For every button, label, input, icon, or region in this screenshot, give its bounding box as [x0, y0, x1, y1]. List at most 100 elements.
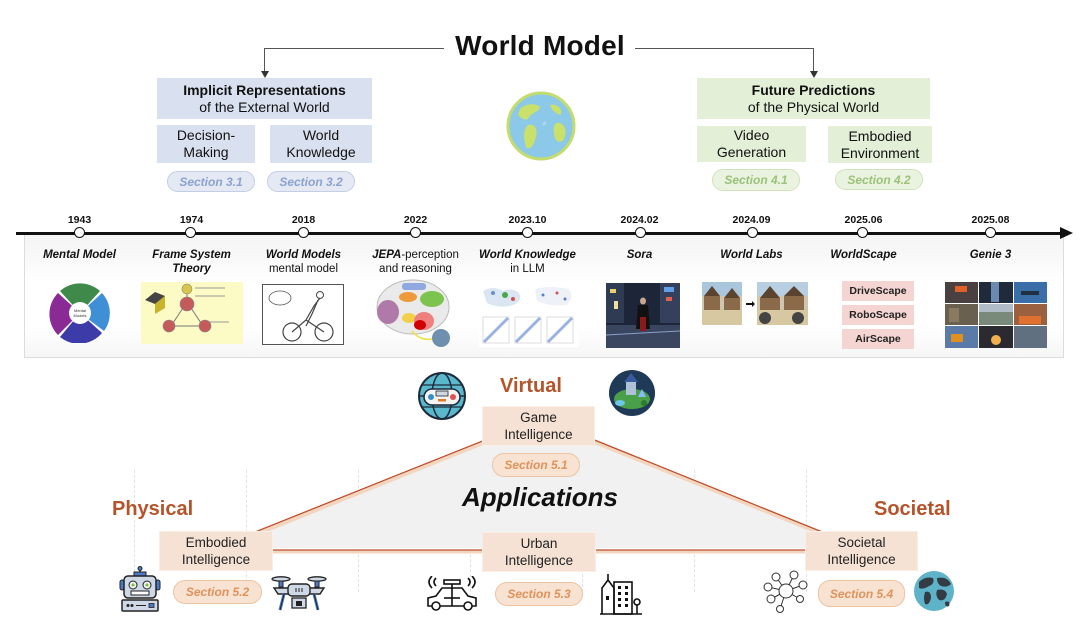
robot-icon — [119, 566, 161, 612]
world-knowledge-box: World Knowledge — [270, 125, 372, 163]
connector-line-right — [626, 48, 814, 49]
timeline-year: 2022 — [403, 214, 428, 226]
timeline-node[interactable] — [74, 227, 85, 238]
box-line: Embodied — [185, 535, 247, 550]
timeline-event-title: JEPA-perception and reasoning — [360, 248, 471, 276]
timeline-axis — [16, 232, 1062, 235]
box-line: Urban — [520, 536, 558, 551]
timeline-node[interactable] — [635, 227, 646, 238]
event-title-italic: Mental Model — [43, 249, 116, 261]
future-predictions-box: Future Predictions of the Physical World — [697, 78, 930, 119]
box-line: Generation — [716, 144, 787, 160]
genie3-grid-image — [945, 282, 1047, 348]
branch-title: Implicit Representations — [183, 81, 346, 98]
timeline-event-title: World Labs — [696, 248, 807, 262]
timeline-year: 2023.10 — [508, 214, 547, 226]
cyclist-sketch-image — [262, 284, 344, 345]
box-line: Game — [520, 410, 557, 425]
box-line: Embodied — [848, 127, 912, 144]
timeline-node[interactable] — [985, 227, 996, 238]
svg-text:Models: Models — [74, 313, 87, 318]
jepa-brain-diagram-image — [376, 279, 450, 347]
page-title: World Model — [0, 30, 1080, 62]
city-buildings-icon — [600, 574, 642, 615]
timeline-arrow-icon — [1060, 227, 1073, 239]
svg-text:Mental: Mental — [74, 308, 86, 313]
event-title-line2: in LLM — [510, 263, 545, 275]
airscape-tag[interactable]: AirScape — [842, 329, 914, 349]
event-title-line2: mental model — [268, 263, 339, 275]
section-5-1-link[interactable]: Section 5.1 — [492, 453, 580, 477]
game-intelligence-box: Game Intelligence — [482, 406, 595, 446]
event-title-line2: Theory — [172, 263, 211, 275]
section-3-1-link[interactable]: Section 3.1 — [167, 171, 255, 192]
timeline-event-title: Sora — [584, 248, 695, 262]
urban-intelligence-box: Urban Intelligence — [482, 532, 596, 572]
timeline-event-title: WorldScape — [808, 248, 919, 262]
category-virtual: Virtual — [500, 375, 562, 397]
event-title-italic: Genie 3 — [969, 249, 1012, 261]
timeline-year: 2024.09 — [732, 214, 771, 226]
section-5-2-link[interactable]: Section 5.2 — [173, 580, 262, 604]
timeline-year: 2025.08 — [971, 214, 1010, 226]
timeline-node[interactable] — [522, 227, 533, 238]
connector-drop-right — [813, 48, 814, 72]
category-societal: Societal — [874, 498, 951, 520]
timeline-node[interactable] — [298, 227, 309, 238]
box-line: Societal — [837, 535, 886, 550]
box-line: Environment — [840, 144, 920, 161]
event-title-italic: Sora — [626, 249, 653, 261]
game-controller-globe-icon — [418, 372, 466, 420]
branch-subtitle: of the Physical World — [747, 98, 880, 115]
drone-icon — [271, 576, 327, 611]
event-title-italic: WorldScape — [830, 249, 897, 261]
box-line: Intelligence — [181, 552, 251, 567]
box-line: Knowledge — [286, 144, 356, 160]
box-line: Making — [183, 144, 229, 160]
event-title-italic: Frame System — [152, 249, 231, 261]
section-5-3-link[interactable]: Section 5.3 — [495, 582, 583, 606]
timeline-year: 2018 — [291, 214, 316, 226]
section-4-2-link[interactable]: Section 4.2 — [835, 169, 923, 190]
world-labs-village-image — [702, 282, 808, 325]
earth-globe-icon — [506, 91, 576, 161]
timeline-event-title: World Knowledge in LLM — [472, 248, 583, 276]
world-map-globe-icon — [914, 571, 954, 611]
mental-model-wheel-image: Mental Models — [49, 283, 110, 343]
timeline-node[interactable] — [857, 227, 868, 238]
box-line: Intelligence — [827, 552, 896, 567]
drivescape-tag[interactable]: DriveScape — [842, 281, 914, 301]
societal-intelligence-box: Societal Intelligence — [805, 531, 918, 571]
timeline-year: 2024.02 — [620, 214, 659, 226]
llm-world-maps-image — [479, 283, 579, 347]
box-line: Video — [733, 127, 770, 143]
applications-title: Applications — [461, 482, 618, 512]
section-3-2-link[interactable]: Section 3.2 — [267, 171, 355, 192]
timeline-node[interactable] — [747, 227, 758, 238]
box-line: World — [302, 127, 340, 143]
box-line: Intelligence — [504, 427, 573, 442]
section-4-1-link[interactable]: Section 4.1 — [712, 169, 800, 191]
timeline-node[interactable] — [185, 227, 196, 238]
event-title-italic: World Models — [265, 249, 342, 261]
timeline-node[interactable] — [410, 227, 421, 238]
timeline-col-divider — [24, 470, 135, 592]
timeline-event-title: Genie 3 — [935, 248, 1046, 262]
box-line: Intelligence — [504, 553, 574, 568]
fantasy-island-icon — [609, 370, 655, 416]
roboscape-tag[interactable]: RoboScape — [842, 305, 914, 325]
timeline-year: 2025.06 — [844, 214, 883, 226]
event-title-rest: -perception — [401, 249, 459, 261]
connector-line-left — [264, 48, 444, 49]
section-5-4-link[interactable]: Section 5.4 — [818, 580, 905, 607]
arrow-down-left-icon — [260, 71, 269, 78]
event-title-line2: and reasoning — [379, 263, 452, 275]
event-title-italic: World Labs — [720, 249, 783, 261]
embodied-intelligence-box: Embodied Intelligence — [159, 531, 273, 571]
social-network-icon — [763, 570, 808, 613]
decision-making-box: Decision- Making — [157, 125, 255, 163]
timeline-event-title: Mental Model — [24, 248, 135, 262]
implicit-representations-box: Implicit Representations of the External… — [157, 78, 372, 119]
timeline-year: 1974 — [179, 214, 204, 226]
event-title-italic: JEPA — [372, 249, 402, 261]
